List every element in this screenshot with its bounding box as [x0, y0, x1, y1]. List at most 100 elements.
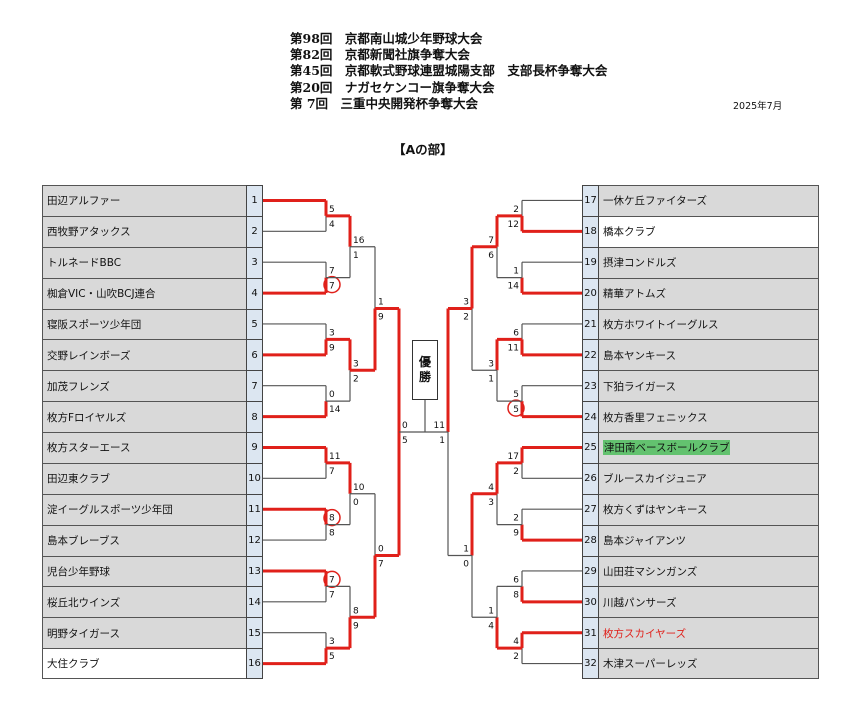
team-name-cell: 明野タイガース — [42, 617, 247, 649]
team-name-cell: 大住クラブ — [42, 648, 247, 679]
match-score: 5 — [329, 205, 335, 215]
team-name: 寝阪スポーツ少年団 — [47, 318, 142, 331]
tournament-titles: 第98回 京都南山城少年野球大会 第82回 京都新聞社旗争奪大会 第45回 京都… — [290, 31, 607, 112]
match-score: 11 — [508, 343, 519, 353]
team-number-cell: 4 — [246, 277, 263, 309]
match-score: 2 — [513, 514, 519, 524]
team-number-cell: 12 — [246, 524, 263, 556]
match-score: 7 — [488, 236, 494, 246]
team-name: 明野タイガース — [47, 627, 120, 640]
team-name-cell: 島本ブレーブス — [42, 524, 247, 556]
team-number-cell: 18 — [582, 215, 599, 247]
team-number-cell: 31 — [582, 617, 599, 649]
match-score: 4 — [329, 220, 335, 230]
match-score: 11 — [329, 452, 340, 462]
team-number-cell: 6 — [246, 339, 263, 371]
team-number-cell: 7 — [246, 370, 263, 402]
match-score: 2 — [353, 374, 359, 384]
match-score: 6 — [513, 575, 519, 585]
match-score: 4 — [513, 637, 519, 647]
match-score: 3 — [488, 498, 494, 508]
match-score: 5 — [513, 405, 519, 415]
match-score: 7 — [329, 267, 335, 277]
match-score: 0 — [463, 560, 469, 570]
match-score: 5 — [329, 652, 335, 662]
team-name-cell: 枚方ホワイトイーグルス — [598, 308, 819, 340]
match-score: 7 — [329, 575, 335, 585]
match-score: 3 — [488, 359, 494, 369]
team-name: 一休ケ丘ファイターズ — [603, 195, 708, 208]
team-name: 川越パンサーズ — [603, 596, 677, 609]
team-name: 山田荘マシンガンズ — [603, 565, 698, 578]
match-score: 2 — [513, 467, 519, 477]
team-number-cell: 13 — [246, 555, 263, 587]
team-name-cell: 枚方スターエース — [42, 432, 247, 463]
title-line: 第45回 京都軟式野球連盟城陽支部 支部長杯争奪大会 — [290, 63, 608, 79]
team-number-cell: 1 — [246, 185, 263, 216]
match-score: 11 — [434, 421, 445, 431]
match-score: 6 — [488, 251, 494, 261]
team-name: 枚方スカイヤーズ — [603, 627, 687, 640]
team-name-cell: 一休ケ丘ファイターズ — [598, 185, 819, 216]
team-name: 津田南ベースボールクラブ — [603, 440, 731, 456]
team-number-cell: 26 — [582, 462, 599, 494]
champion-box: 優 勝 — [412, 340, 438, 400]
team-name-cell: 椥倉VIC・山吹BCJ連合 — [42, 277, 247, 309]
team-name: 橋本クラブ — [603, 226, 656, 239]
team-name: 淀イーグルスポーツ少年団 — [47, 504, 173, 517]
team-name-cell: 淀イーグルスポーツ少年団 — [42, 493, 247, 525]
team-name-cell: 西牧野アタックス — [42, 215, 247, 247]
team-name-cell: 下狛ライガース — [598, 370, 819, 402]
team-number-cell: 20 — [582, 277, 599, 309]
team-number-cell: 30 — [582, 586, 599, 618]
team-name: 島本ブレーブス — [47, 535, 120, 548]
match-score: 0 — [402, 421, 408, 431]
match-score: 1 — [463, 545, 469, 555]
match-score: 12 — [508, 220, 519, 230]
match-score: 0 — [329, 390, 335, 400]
team-name-cell: 木津スーパーレッズ — [598, 648, 819, 679]
team-number-cell: 27 — [582, 493, 599, 525]
match-score: 8 — [329, 529, 335, 539]
team-name-cell: 桜丘北ウインズ — [42, 586, 247, 618]
team-name-cell: 加茂フレンズ — [42, 370, 247, 402]
team-number-cell: 3 — [246, 246, 263, 278]
match-score: 1 — [378, 298, 384, 308]
match-score: 7 — [329, 590, 335, 600]
tiebreak-win-circle — [507, 399, 525, 417]
title-line: 第20回 ナガセケンコー旗争奪大会 — [290, 79, 495, 95]
team-name: 枚方くずはヤンキース — [603, 504, 708, 517]
team-number-cell: 16 — [246, 648, 263, 679]
team-number-cell: 10 — [246, 462, 263, 494]
match-score: 14 — [329, 405, 341, 415]
match-score: 3 — [463, 298, 469, 308]
team-name: トルネードBBC — [47, 257, 122, 270]
match-score: 9 — [378, 313, 384, 323]
team-name-cell: 津田南ベースボールクラブ — [598, 432, 819, 463]
team-name: 摂津コンドルズ — [603, 257, 677, 270]
team-number-cell: 19 — [582, 246, 599, 278]
team-name: 田辺アルファー — [47, 195, 121, 208]
team-name: 島本ジャイアンツ — [603, 535, 687, 548]
team-number-cell: 28 — [582, 524, 599, 556]
match-score: 1 — [353, 251, 359, 261]
match-score: 1 — [513, 267, 519, 277]
match-score: 14 — [508, 282, 520, 292]
tiebreak-win-circle — [323, 570, 341, 589]
match-score: 2 — [463, 313, 469, 323]
team-number-cell: 9 — [246, 432, 263, 463]
team-name-cell: 川越パンサーズ — [598, 586, 819, 618]
champion-label: 勝 — [418, 370, 431, 384]
team-number-cell: 15 — [246, 617, 263, 649]
match-score: 5 — [513, 390, 519, 400]
division-title: 【Aの部】 — [393, 142, 453, 157]
team-name-cell: 田辺アルファー — [42, 185, 247, 216]
match-score: 5 — [402, 436, 408, 446]
team-number-cell: 5 — [246, 308, 263, 340]
match-score: 9 — [513, 529, 519, 539]
team-number-cell: 17 — [582, 185, 599, 216]
team-name-cell: 児台少年野球 — [42, 555, 247, 587]
team-name-cell: 交野レインボーズ — [42, 339, 247, 371]
match-score: 4 — [488, 621, 494, 631]
team-number-cell: 2 — [246, 215, 263, 247]
